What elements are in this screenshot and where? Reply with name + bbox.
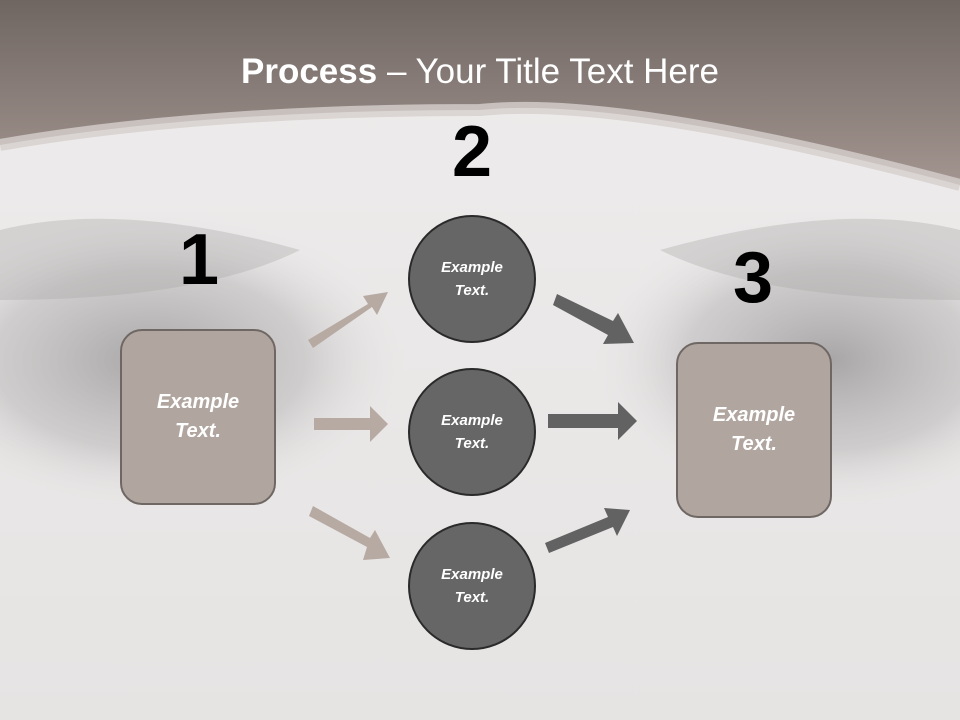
arrow-1-to-top [308, 292, 388, 348]
arrow-bottom-to-3 [545, 508, 630, 553]
step-number-3: 3 [732, 238, 774, 318]
arrow-1-to-middle [314, 406, 388, 442]
arrow-top-to-3 [553, 294, 634, 344]
step-number-2: 2 [451, 112, 493, 192]
step-2-text-middle: Example Text. [441, 412, 503, 452]
title-rest: – Your Title Text Here [377, 52, 719, 91]
slide-title: Process – Your Title Text Here [0, 52, 960, 92]
step-2-circle-middle: Example Text. [408, 368, 536, 496]
step-2-text-bottom: Example Text. [441, 566, 503, 606]
arrow-middle-to-3 [548, 402, 637, 440]
step-1-box: Example Text. [120, 329, 276, 505]
title-bold: Process [241, 52, 378, 91]
step-3-box: Example Text. [676, 342, 832, 518]
step-number-1: 1 [178, 220, 220, 300]
step-2-text-top: Example Text. [441, 259, 503, 299]
step-1-text: Example Text. [156, 391, 240, 442]
step-2-circle-top: Example Text. [408, 215, 536, 343]
step-3-text: Example Text. [712, 404, 796, 455]
step-2-circle-bottom: Example Text. [408, 522, 536, 650]
arrow-1-to-bottom [309, 506, 390, 560]
